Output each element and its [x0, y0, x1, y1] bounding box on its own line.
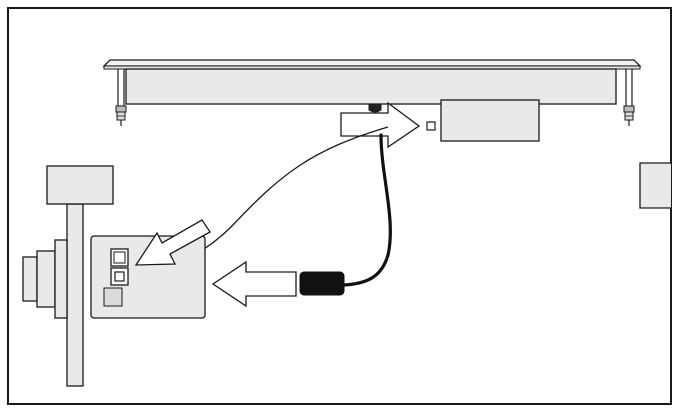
control-module: [440, 99, 540, 142]
mounting-post: [66, 203, 84, 387]
right-support-leg: [623, 69, 635, 126]
arrow-down-left-icon: [134, 219, 211, 266]
unit-nozzle-collar: [54, 239, 68, 319]
cooktop-plate: [102, 59, 642, 67]
left-support-leg: [115, 69, 127, 126]
cooktop-body: [125, 68, 617, 105]
module-terminal: [426, 121, 436, 131]
arrow-left-icon: [211, 260, 297, 308]
port-lower-inner: [114, 271, 125, 282]
cable-plug: [299, 271, 345, 296]
thick-cable: [341, 133, 392, 287]
wall-unit: [22, 165, 206, 387]
cooktop-assembly: [102, 59, 642, 126]
port-recess: [103, 287, 123, 307]
side-panel-right: [639, 162, 671, 209]
port-upper-inner: [113, 251, 126, 264]
unit-nozzle-inner: [36, 250, 56, 308]
cooktop-connector-nub: [368, 103, 382, 113]
unit-nozzle-outer: [22, 256, 38, 302]
post-cap-box: [46, 165, 114, 205]
